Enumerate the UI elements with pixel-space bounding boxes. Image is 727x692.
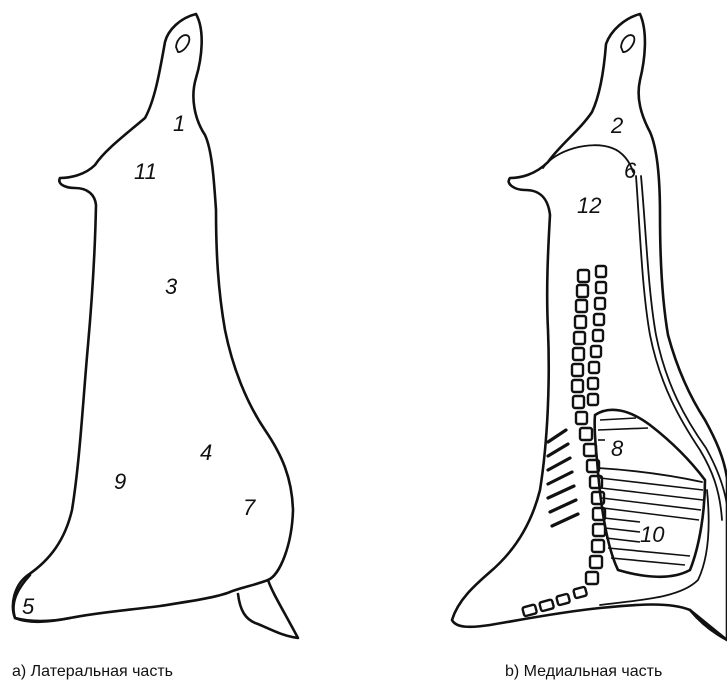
medial-outline <box>452 14 727 640</box>
medial-back-line <box>636 176 722 520</box>
label-3: 3 <box>165 274 178 299</box>
lateral-half-carcass: 1 11 3 4 9 7 5 a) Латеральная часть <box>12 14 298 680</box>
label-4: 4 <box>200 440 212 465</box>
label-1: 1 <box>173 111 185 136</box>
label-2: 2 <box>610 113 623 138</box>
label-9: 9 <box>114 469 126 494</box>
medial-eye-hole <box>621 35 634 52</box>
label-7: 7 <box>243 495 256 520</box>
lateral-shank <box>238 580 298 638</box>
label-8: 8 <box>611 436 624 461</box>
label-10: 10 <box>640 522 665 547</box>
lateral-caption: a) Латеральная часть <box>12 663 173 680</box>
lateral-outline <box>13 14 293 621</box>
label-12: 12 <box>577 193 601 218</box>
medial-flank-curve <box>600 490 709 605</box>
label-6: 6 <box>624 158 637 183</box>
ribs <box>548 430 578 526</box>
label-11: 11 <box>134 159 157 184</box>
medial-shoulder-arc <box>543 145 633 172</box>
lateral-eye-hole <box>176 35 189 52</box>
medial-caption: b) Медиальная часть <box>505 663 662 680</box>
label-5: 5 <box>22 594 35 619</box>
medial-half-carcass: 2 6 12 8 10 b) Медиальная часть <box>452 14 727 680</box>
spine-column <box>572 266 606 584</box>
